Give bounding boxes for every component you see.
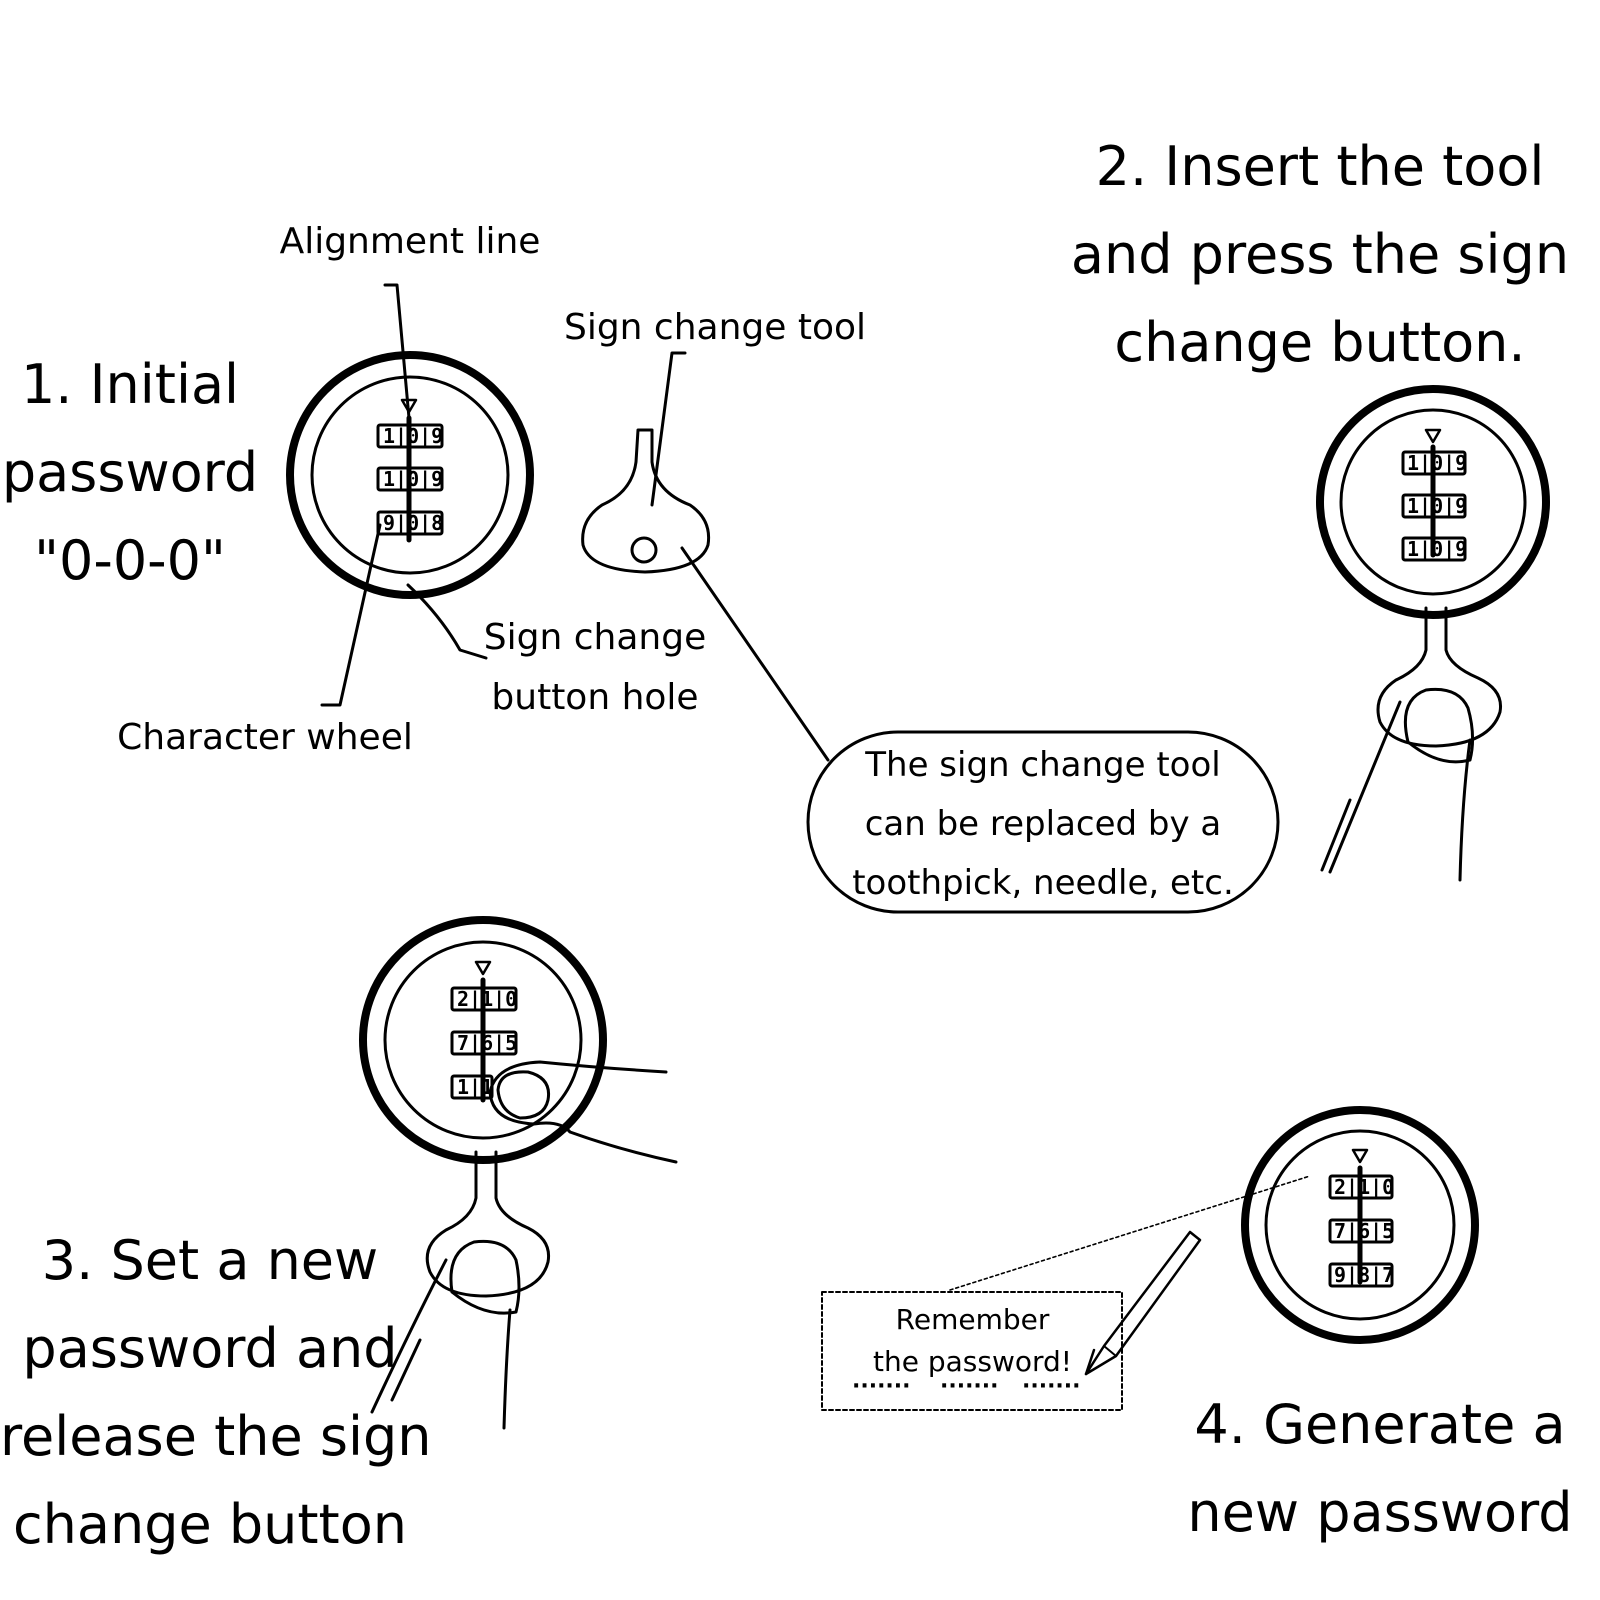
lock4-wheel-2-digits: 7|6|5 [1334, 1219, 1395, 1243]
step1-line3: "0-0-0" [34, 529, 226, 592]
lock-1 [286, 283, 534, 707]
memo-card [821, 1175, 1311, 1411]
lock-2 [1316, 385, 1550, 882]
step2-line3: change button. [1114, 311, 1526, 374]
lock4-wheel-1-digits: 2|1|0 [1334, 1175, 1395, 1199]
alignment-marker-icon [400, 398, 418, 414]
button-hole-label-line1: Sign change [483, 617, 707, 658]
lock-4 [1241, 1106, 1479, 1344]
lock4-wheel-3-digits: 9|8|7 [1334, 1263, 1395, 1287]
note-bubble-outline [806, 730, 1280, 914]
memo-blank-2: ······· [940, 1374, 999, 1399]
lock1-wheel-3-digits: 9|0|8 [383, 511, 444, 535]
step3-line4: change button [12, 1493, 407, 1556]
alignment-line-label: Alignment line [279, 221, 541, 262]
lock2-wheel-1-digits: 1|0|9 [1407, 451, 1468, 475]
alignment-marker-icon [474, 960, 492, 976]
note-line2: can be replaced by a [864, 804, 1222, 844]
memo-line2: the password! [872, 1345, 1072, 1378]
lock3-wheel-3-digits: 1|1 [457, 1075, 494, 1099]
step3-line1: 3. Set a new [41, 1229, 379, 1292]
lock-3 [359, 916, 678, 1430]
sign-change-tool [581, 351, 830, 762]
button-hole-label-line2: button hole [491, 677, 699, 718]
lock1-wheel-1-digits: 1|0|9 [383, 424, 444, 448]
lock2-wheel-2-digits: 1|0|9 [1407, 494, 1468, 518]
step4-line2: new password [1187, 1481, 1573, 1544]
alignment-marker-icon [1424, 428, 1442, 444]
step4-line1: 4. Generate a [1194, 1393, 1566, 1456]
step3-line2: password and [22, 1317, 398, 1380]
note-line3: toothpick, needle, etc. [852, 863, 1234, 903]
lock3-wheel-1-digits: 2|1|0 [457, 987, 518, 1011]
memo-line1: Remember [895, 1303, 1050, 1336]
lock2-wheel-3-digits: 1|0|9 [1407, 537, 1468, 561]
memo-blank-3: ······· [1022, 1374, 1081, 1399]
step3-line3: release the sign [0, 1405, 432, 1468]
lock3-wheel-2-digits: 7|6|5 [457, 1031, 518, 1055]
alignment-marker-icon [1351, 1148, 1369, 1164]
step2-line1: 2. Insert the tool [1095, 135, 1545, 198]
step1-line1: 1. Initial [20, 353, 240, 416]
sign-change-tool-label: Sign change tool [563, 307, 867, 348]
note-line1: The sign change tool [865, 745, 1221, 785]
memo-blank-1: ······· [852, 1374, 911, 1399]
lock1-wheel-2-digits: 1|0|9 [383, 467, 444, 491]
step1-line2: password [1, 441, 259, 504]
character-wheel-label: Character wheel [117, 717, 413, 758]
pencil-icon [1084, 1230, 1202, 1376]
step2-line2: and press the sign [1070, 223, 1570, 286]
